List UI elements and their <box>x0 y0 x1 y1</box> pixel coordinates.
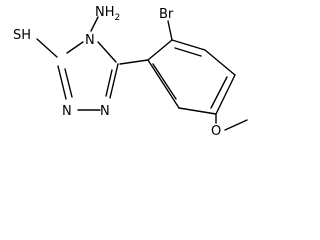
bond-o-ch3 <box>224 119 248 131</box>
bond-ar2-ar3 <box>171 39 206 51</box>
atom-n2: N <box>62 104 72 119</box>
bond-ar5-ar6 <box>178 107 217 115</box>
atom-br: Br <box>159 7 174 22</box>
atom-nh2-subscript: 2 <box>115 13 121 23</box>
bond-c3-n4 <box>66 41 84 54</box>
bond-ar1-ar2 <box>147 39 173 61</box>
bond-ar2-ar3-inner <box>174 47 202 57</box>
atom-nh2-main: NH <box>95 5 115 20</box>
bond-ar6-ar1 <box>147 59 180 109</box>
bond-c5-ar1 <box>119 59 149 65</box>
benzene-ring <box>147 39 236 115</box>
bond-c5-n1-inner <box>105 69 113 97</box>
bond-n2-c3 <box>57 65 67 100</box>
bond-ar2-br <box>167 20 173 41</box>
atom-n4: N <box>85 33 95 48</box>
atom-o: O <box>211 124 221 139</box>
bond-ar6-ar1-inner <box>152 63 177 100</box>
bond-n2-c3-inner <box>64 68 73 98</box>
structure-drawing: SH N NH2 N N Br O <box>13 5 248 139</box>
atom-nh2: NH2 <box>95 5 120 23</box>
bond-n4-nh2 <box>90 16 99 32</box>
bond-ar3-ar4 <box>204 49 236 76</box>
triazole-ring <box>57 41 119 111</box>
bond-c5-n1 <box>109 63 119 99</box>
bond-ar4-ar5 <box>215 74 236 115</box>
bond-n4-c5 <box>97 41 117 63</box>
atom-n1: N <box>100 104 110 119</box>
bond-ar4-ar5-inner <box>210 76 228 109</box>
atom-sh: SH <box>13 28 31 43</box>
bond-c3-s <box>36 38 58 58</box>
